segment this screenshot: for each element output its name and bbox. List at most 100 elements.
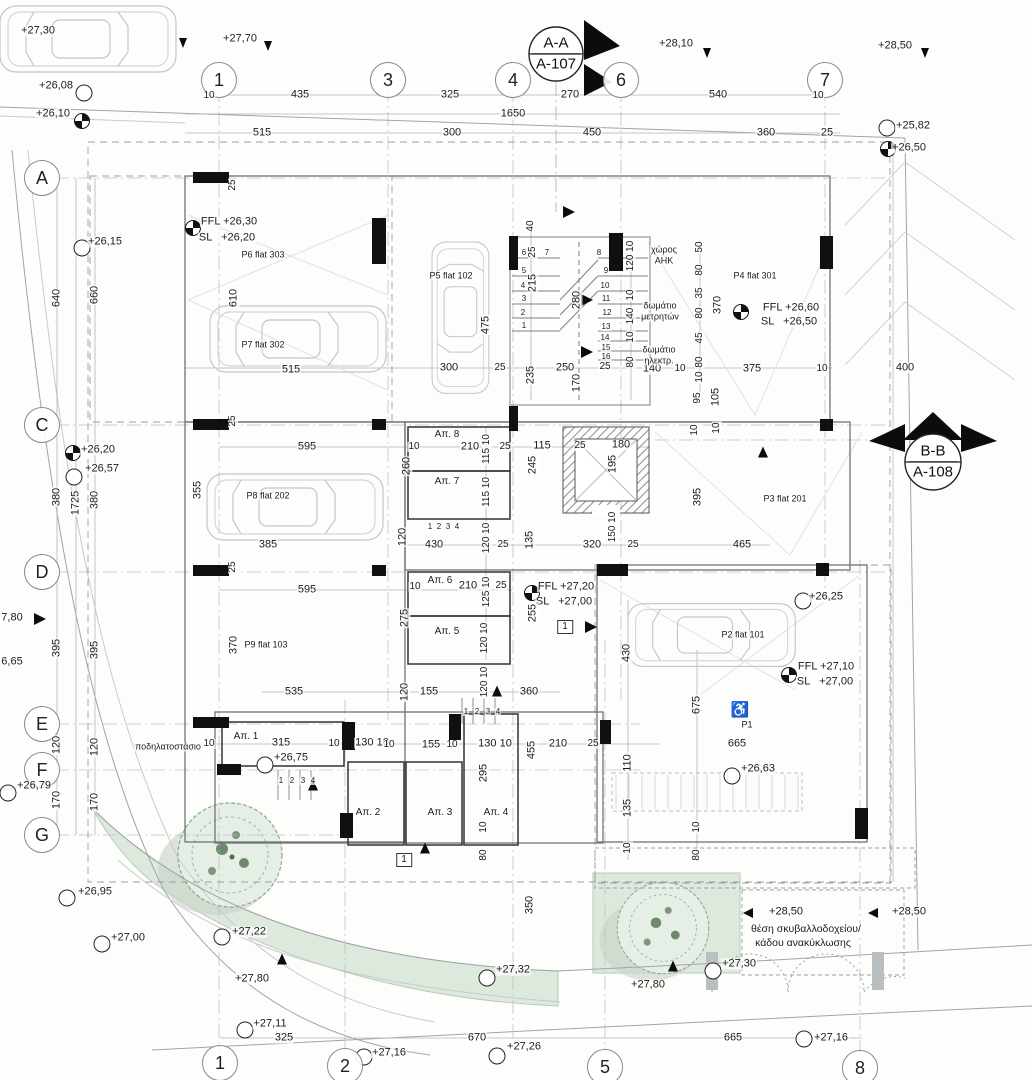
dim-label: 295 [477, 762, 490, 784]
elevation-label: +26,08 [38, 79, 74, 92]
dim-label: 270 [559, 88, 581, 101]
dim-label: 25 [573, 440, 587, 451]
circle-marker-icon [236, 1021, 254, 1039]
note-label: κάδου ανακύκλωσης [754, 936, 852, 949]
elevation-label: +27,16 [813, 1031, 849, 1044]
level-label: FFL +26,30 [199, 215, 259, 228]
dim-label: 215 [526, 272, 539, 294]
dim-label: 535 [283, 685, 305, 698]
step-number: 4 [309, 776, 317, 785]
dim-label: 385 [257, 538, 279, 551]
dim-label: 255 [526, 602, 539, 624]
dim-label: 395 [88, 639, 101, 661]
dim-label: 1725 [69, 489, 82, 517]
step-number: 5 [520, 266, 528, 275]
dim-label: 320 [581, 538, 603, 551]
dim-label: 210 [547, 737, 569, 750]
dim-label: 25 [819, 126, 835, 139]
site-boundary [0, 106, 1032, 1056]
dim-label: 210 [457, 579, 479, 592]
dim-label: 170 [50, 789, 63, 811]
storage-label: Απ. 7 [433, 476, 461, 487]
circle-marker-icon [58, 889, 76, 907]
grid-bubble-6: 6 [603, 62, 639, 98]
elevation-label: +26,50 [891, 141, 927, 154]
dim-label: 80 [694, 306, 705, 320]
step-number: 2 [288, 776, 296, 785]
elevation-label: +26,10 [35, 107, 71, 120]
dim-label: 140 [641, 362, 663, 375]
circle-marker-icon [75, 84, 93, 102]
arrow-down-icon [921, 48, 929, 58]
level-label: SL +26,20 [197, 231, 257, 244]
dim-label: 435 [289, 88, 311, 101]
arrow-up-icon [492, 685, 502, 697]
car-icons [0, 5, 796, 667]
grid-bubble-A: A [24, 160, 60, 196]
dim-label: 25 [227, 560, 238, 574]
elevation-label: +27,30 [20, 24, 56, 37]
arrow-right-icon [581, 294, 593, 306]
door-tag: 1 [557, 620, 573, 634]
dim-label: 10 [382, 739, 396, 750]
dim-label: 10 [327, 738, 341, 749]
storage-label: Απ. 1 [232, 731, 260, 742]
dim-label: 25 [586, 738, 600, 749]
arrow-up-icon [420, 842, 430, 854]
grid-bubble-2: 2 [327, 1048, 363, 1080]
dim-label: 25 [527, 245, 538, 259]
dim-label: 370 [711, 294, 724, 316]
dim-label: 515 [280, 363, 302, 376]
wall-columns [193, 172, 868, 839]
arrow-up-icon [277, 953, 287, 965]
survey-marker-icon [733, 304, 749, 320]
level-label: FFL +27,20 [536, 580, 596, 593]
dim-label: 120 10 [481, 521, 492, 555]
step-number: 3 [444, 522, 452, 531]
parking-label: P9 flat 103 [243, 639, 289, 650]
dim-label: 380 [88, 489, 101, 511]
dim-label: 475 [479, 314, 492, 336]
dim-label: 595 [296, 440, 318, 453]
building-outline [184, 175, 868, 844]
dim-label: 325 [273, 1031, 295, 1044]
elevation-label: +26,79 [16, 779, 52, 792]
step-number: 1 [277, 776, 285, 785]
survey-marker-icon [74, 113, 90, 129]
dim-label: 10 [625, 288, 636, 302]
elevation-label: +28,50 [768, 905, 804, 918]
elevation-label: 6,65 [0, 655, 24, 668]
dim-label: 25 [494, 580, 508, 591]
arrow-right-icon [563, 206, 575, 218]
dim-label: 50 [694, 240, 705, 254]
tree-icon [158, 802, 283, 915]
circle-marker-icon [704, 962, 722, 980]
dim-label: 430 [423, 538, 445, 551]
dim-label: 135 [523, 529, 536, 551]
elevation-label: +26,57 [84, 462, 120, 475]
note-label: θέση σκυβαλλοδοχείου/ [750, 922, 862, 935]
circle-marker-icon [256, 756, 274, 774]
step-number: 15 [600, 343, 612, 352]
dim-label: 540 [707, 88, 729, 101]
dim-label: 115 10 [481, 433, 492, 465]
step-number: 11 [600, 294, 612, 303]
elevation-label: +27,80 [630, 978, 666, 991]
elevation-label: +26,75 [273, 751, 309, 764]
step-number: 3 [520, 294, 528, 303]
dim-label: 115 10 [481, 476, 492, 508]
section-name: A-A [543, 34, 569, 52]
dim-label: 450 [581, 126, 603, 139]
dim-label: 170 [88, 791, 101, 813]
dim-label: 10 [691, 820, 702, 834]
circle-marker-icon [795, 1030, 813, 1048]
step-number: 14 [599, 333, 611, 342]
step-number: 8 [595, 248, 603, 257]
section-marker-aa: A-A A-107 [526, 33, 586, 75]
dim-label: 595 [296, 583, 318, 596]
circle-marker-icon [73, 239, 91, 257]
dim-label: 360 [518, 685, 540, 698]
storage-label: Απ. 6 [426, 575, 454, 586]
divider [909, 461, 957, 463]
step-number: 9 [602, 266, 610, 275]
